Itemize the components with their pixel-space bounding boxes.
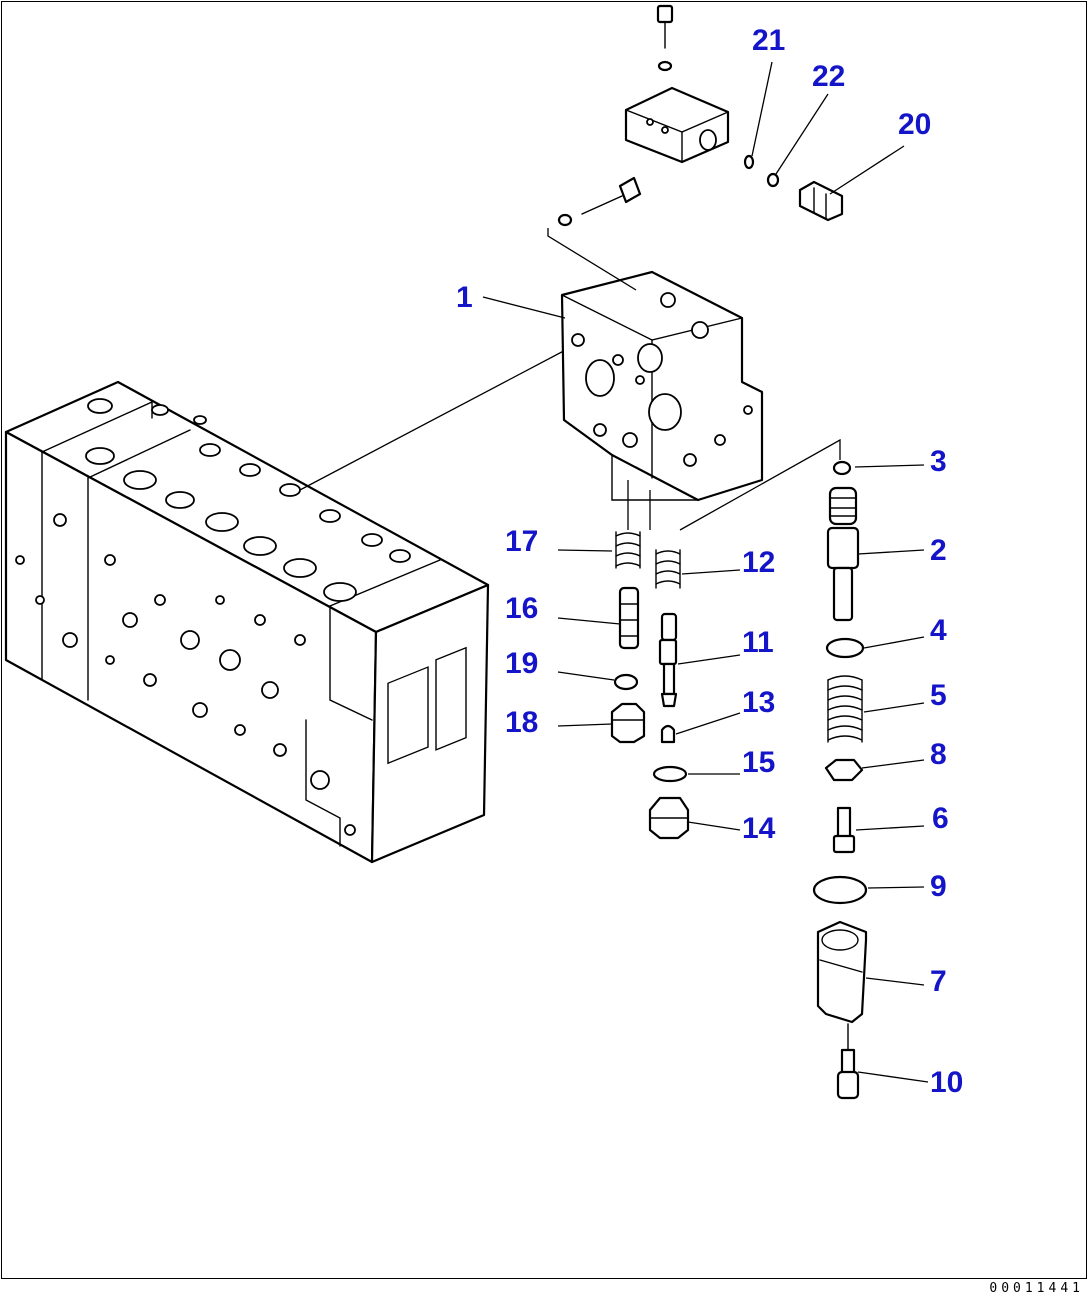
callout-13: 13	[742, 686, 775, 719]
valve-top-ports	[85, 398, 411, 602]
part-8-nut	[824, 758, 864, 782]
callout-6: 6	[932, 802, 949, 835]
callout-9: 9	[930, 870, 947, 903]
callout-16: 16	[505, 592, 538, 625]
callout-20: 20	[898, 108, 931, 141]
diagram-frame	[1, 1, 1087, 1279]
callout-17: 17	[505, 525, 538, 558]
part-14-plug	[648, 796, 690, 840]
o-ring-22	[766, 172, 780, 188]
part-3-plug	[832, 460, 852, 476]
callout-1: 1	[456, 281, 473, 314]
part-15-o-ring	[652, 765, 688, 783]
callout-5: 5	[930, 679, 947, 712]
callout-22: 22	[812, 60, 845, 93]
callout-2: 2	[930, 534, 947, 567]
valve-front-ports	[15, 513, 356, 836]
part-7-case	[816, 920, 868, 1024]
callout-4: 4	[930, 614, 947, 647]
part-18-plug	[610, 702, 646, 744]
part-2-spool	[826, 486, 860, 622]
main-valve-assembly	[4, 380, 490, 864]
callout-19: 19	[505, 647, 538, 680]
pressure-sensor-20	[798, 180, 844, 222]
callout-21: 21	[752, 24, 785, 57]
section-valve-body	[560, 270, 764, 502]
callout-15: 15	[742, 746, 775, 779]
callout-11: 11	[742, 626, 774, 659]
part-12-spring	[655, 549, 681, 589]
callout-14: 14	[742, 812, 776, 845]
section-leader-right	[679, 438, 841, 531]
drawing-number: 00011441	[989, 1281, 1084, 1296]
cover-bolt-top	[656, 4, 674, 72]
callout-8: 8	[930, 738, 947, 771]
callout-18: 18	[505, 706, 538, 739]
part-19-o-ring	[613, 673, 639, 691]
part-10-bolt	[836, 1023, 860, 1100]
part-16-poppet	[618, 586, 640, 650]
part-6-bolt	[832, 806, 856, 854]
callout-labels: 1 2 3 4 5 6 7 8 9 10 11 12 13 14 15 16 1…	[456, 24, 963, 1099]
o-ring-21	[743, 154, 755, 170]
cover-bolt-angled	[557, 176, 642, 227]
assembly-leader	[299, 344, 576, 491]
callout-7: 7	[930, 965, 947, 998]
part-4-retainer	[825, 637, 865, 659]
part-11-spool	[658, 612, 678, 708]
callout-12: 12	[742, 546, 775, 579]
part-9-o-ring	[812, 875, 868, 905]
callout-leaders	[482, 61, 929, 1083]
part-5-spring	[827, 675, 863, 743]
callout-3: 3	[930, 445, 947, 478]
callout-10: 10	[930, 1066, 963, 1099]
bolt-leader	[547, 228, 637, 291]
part-13-plunger	[660, 724, 676, 744]
cover-block	[624, 86, 730, 164]
part-17-spring	[615, 531, 641, 569]
